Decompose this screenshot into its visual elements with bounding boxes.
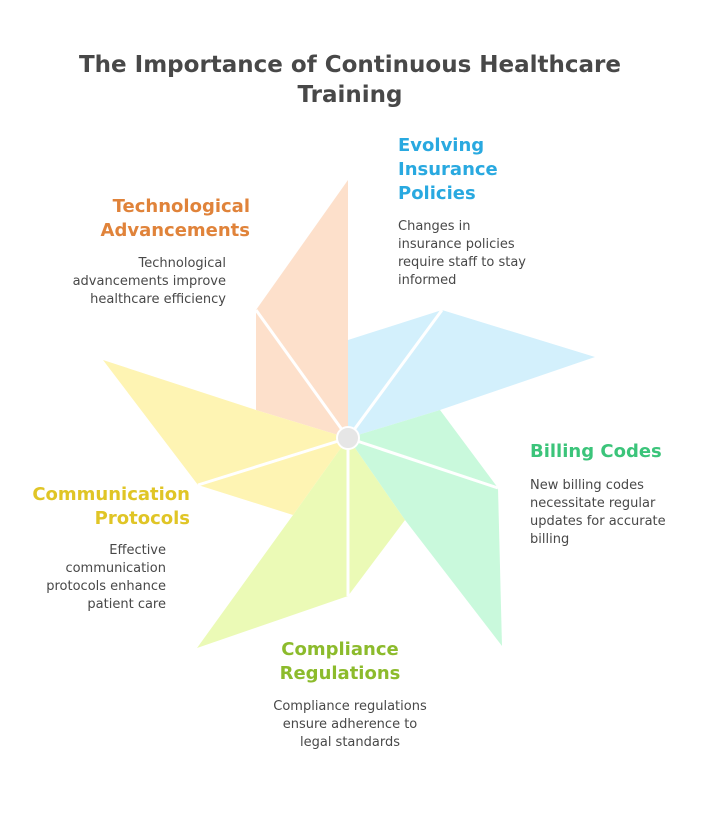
technology-heading: Technological Advancements <box>100 196 250 241</box>
compliance-blade <box>197 438 405 648</box>
communication-blade <box>103 360 349 515</box>
compliance-description: Compliance regulations ensure adherence … <box>273 699 427 750</box>
center-hub <box>336 426 360 450</box>
communication-heading: Communication Protocols <box>32 484 190 529</box>
page-title: The Importance of Continuous Healthcare … <box>78 52 622 108</box>
technology-blade <box>254 180 350 439</box>
compliance-heading: Compliance Regulations <box>279 639 401 684</box>
technology-description: Technological advancements improve healt… <box>72 256 226 307</box>
billing-heading: Billing Codes <box>530 441 662 462</box>
billing-description: New billing codes necessitate regular up… <box>530 478 666 547</box>
insurance-heading: Evolving Insurance Policies <box>398 135 498 204</box>
billing-blade <box>347 410 502 646</box>
insurance-blade <box>346 309 595 439</box>
communication-description: Effective communication protocols enhanc… <box>46 543 166 612</box>
insurance-description: Changes in insurance policies require st… <box>398 219 526 288</box>
